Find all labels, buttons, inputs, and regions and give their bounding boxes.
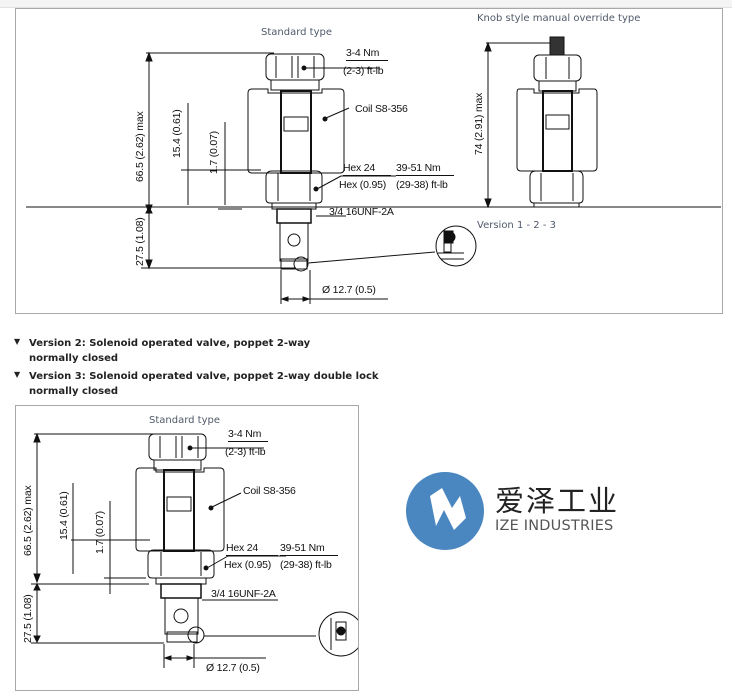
dim-15-4: 15.4 (0.61) bbox=[171, 109, 183, 158]
torque-hex-nm: 39-51 Nm bbox=[280, 542, 338, 556]
hex-inch-label: Hex (0.95) bbox=[224, 559, 272, 571]
ize-industries-watermark: 爱泽工业 IZE INDUSTRIES bbox=[400, 466, 640, 556]
coil-label: Coil S8-356 bbox=[243, 485, 296, 497]
caption-standard-type: Standard type bbox=[149, 415, 221, 426]
thread-label: 3/4 16UNF-2A bbox=[211, 588, 276, 600]
section-title: Version 3: Solenoid operated valve, popp… bbox=[29, 371, 379, 382]
brand-name-en: IZE INDUSTRIES bbox=[495, 518, 614, 534]
torque-hex-nm: 39-51 Nm bbox=[396, 162, 454, 176]
dim-1-7: 1.7 (0.07) bbox=[94, 511, 106, 554]
top-strip bbox=[0, 0, 732, 8]
diameter-label: Ø 12.7 (0.5) bbox=[206, 662, 260, 674]
diagram-panel-bottom: Standard type 3-4 Nm (2-3) ft-lb Coil S8… bbox=[15, 405, 359, 691]
valve-drawing-bottom bbox=[31, 432, 358, 668]
hex-label: Hex 24 bbox=[226, 542, 278, 556]
dim-overall: 66.5 (2.62) max bbox=[134, 111, 146, 182]
torque-top-ftlb: (2-3) ft-lb bbox=[343, 65, 384, 77]
dim-knob-overall: 74 (2.91) max bbox=[473, 92, 485, 155]
torque-top-ftlb: (2-3) ft-lb bbox=[225, 446, 266, 458]
brand-name-cn: 爱泽工业 bbox=[495, 484, 620, 518]
caption-standard-type: Standard type bbox=[261, 27, 333, 38]
coil-label: Coil S8-356 bbox=[355, 103, 408, 115]
diagram-panel-top: Standard type Knob style manual override… bbox=[15, 8, 723, 314]
expand-triangle-icon: ▼ bbox=[14, 337, 21, 346]
section-subtitle: normally closed bbox=[29, 386, 119, 397]
dim-27-5: 27.5 (1.08) bbox=[134, 217, 146, 266]
dim-1-7: 1.7 (0.07) bbox=[208, 131, 220, 174]
dim-overall: 66.5 (2.62) max bbox=[22, 485, 34, 556]
caption-knob-type: Knob style manual override type bbox=[477, 13, 641, 24]
section-subtitle: normally closed bbox=[29, 353, 119, 364]
valve-drawing-top bbox=[26, 36, 721, 304]
thread-label: 3/4 16UNF-2A bbox=[329, 206, 394, 218]
version-note: Version 1 - 2 - 3 bbox=[477, 220, 556, 231]
torque-top-nm: 3-4 Nm bbox=[346, 47, 388, 61]
torque-top-nm: 3-4 Nm bbox=[228, 428, 268, 442]
expand-triangle-icon: ▼ bbox=[14, 370, 21, 379]
dim-27-5: 27.5 (1.08) bbox=[22, 594, 34, 643]
torque-hex-ftlb: (29-38) ft-lb bbox=[396, 179, 448, 191]
section-title: Version 2: Solenoid operated valve, popp… bbox=[29, 338, 311, 349]
hex-inch-label: Hex (0.95) bbox=[339, 179, 387, 191]
hex-label: Hex 24 bbox=[343, 162, 391, 176]
ize-logo-icon bbox=[406, 472, 484, 550]
dim-15-4: 15.4 (0.61) bbox=[58, 491, 70, 540]
diameter-label: Ø 12.7 (0.5) bbox=[322, 284, 376, 296]
torque-hex-ftlb: (29-38) ft-lb bbox=[280, 559, 332, 571]
